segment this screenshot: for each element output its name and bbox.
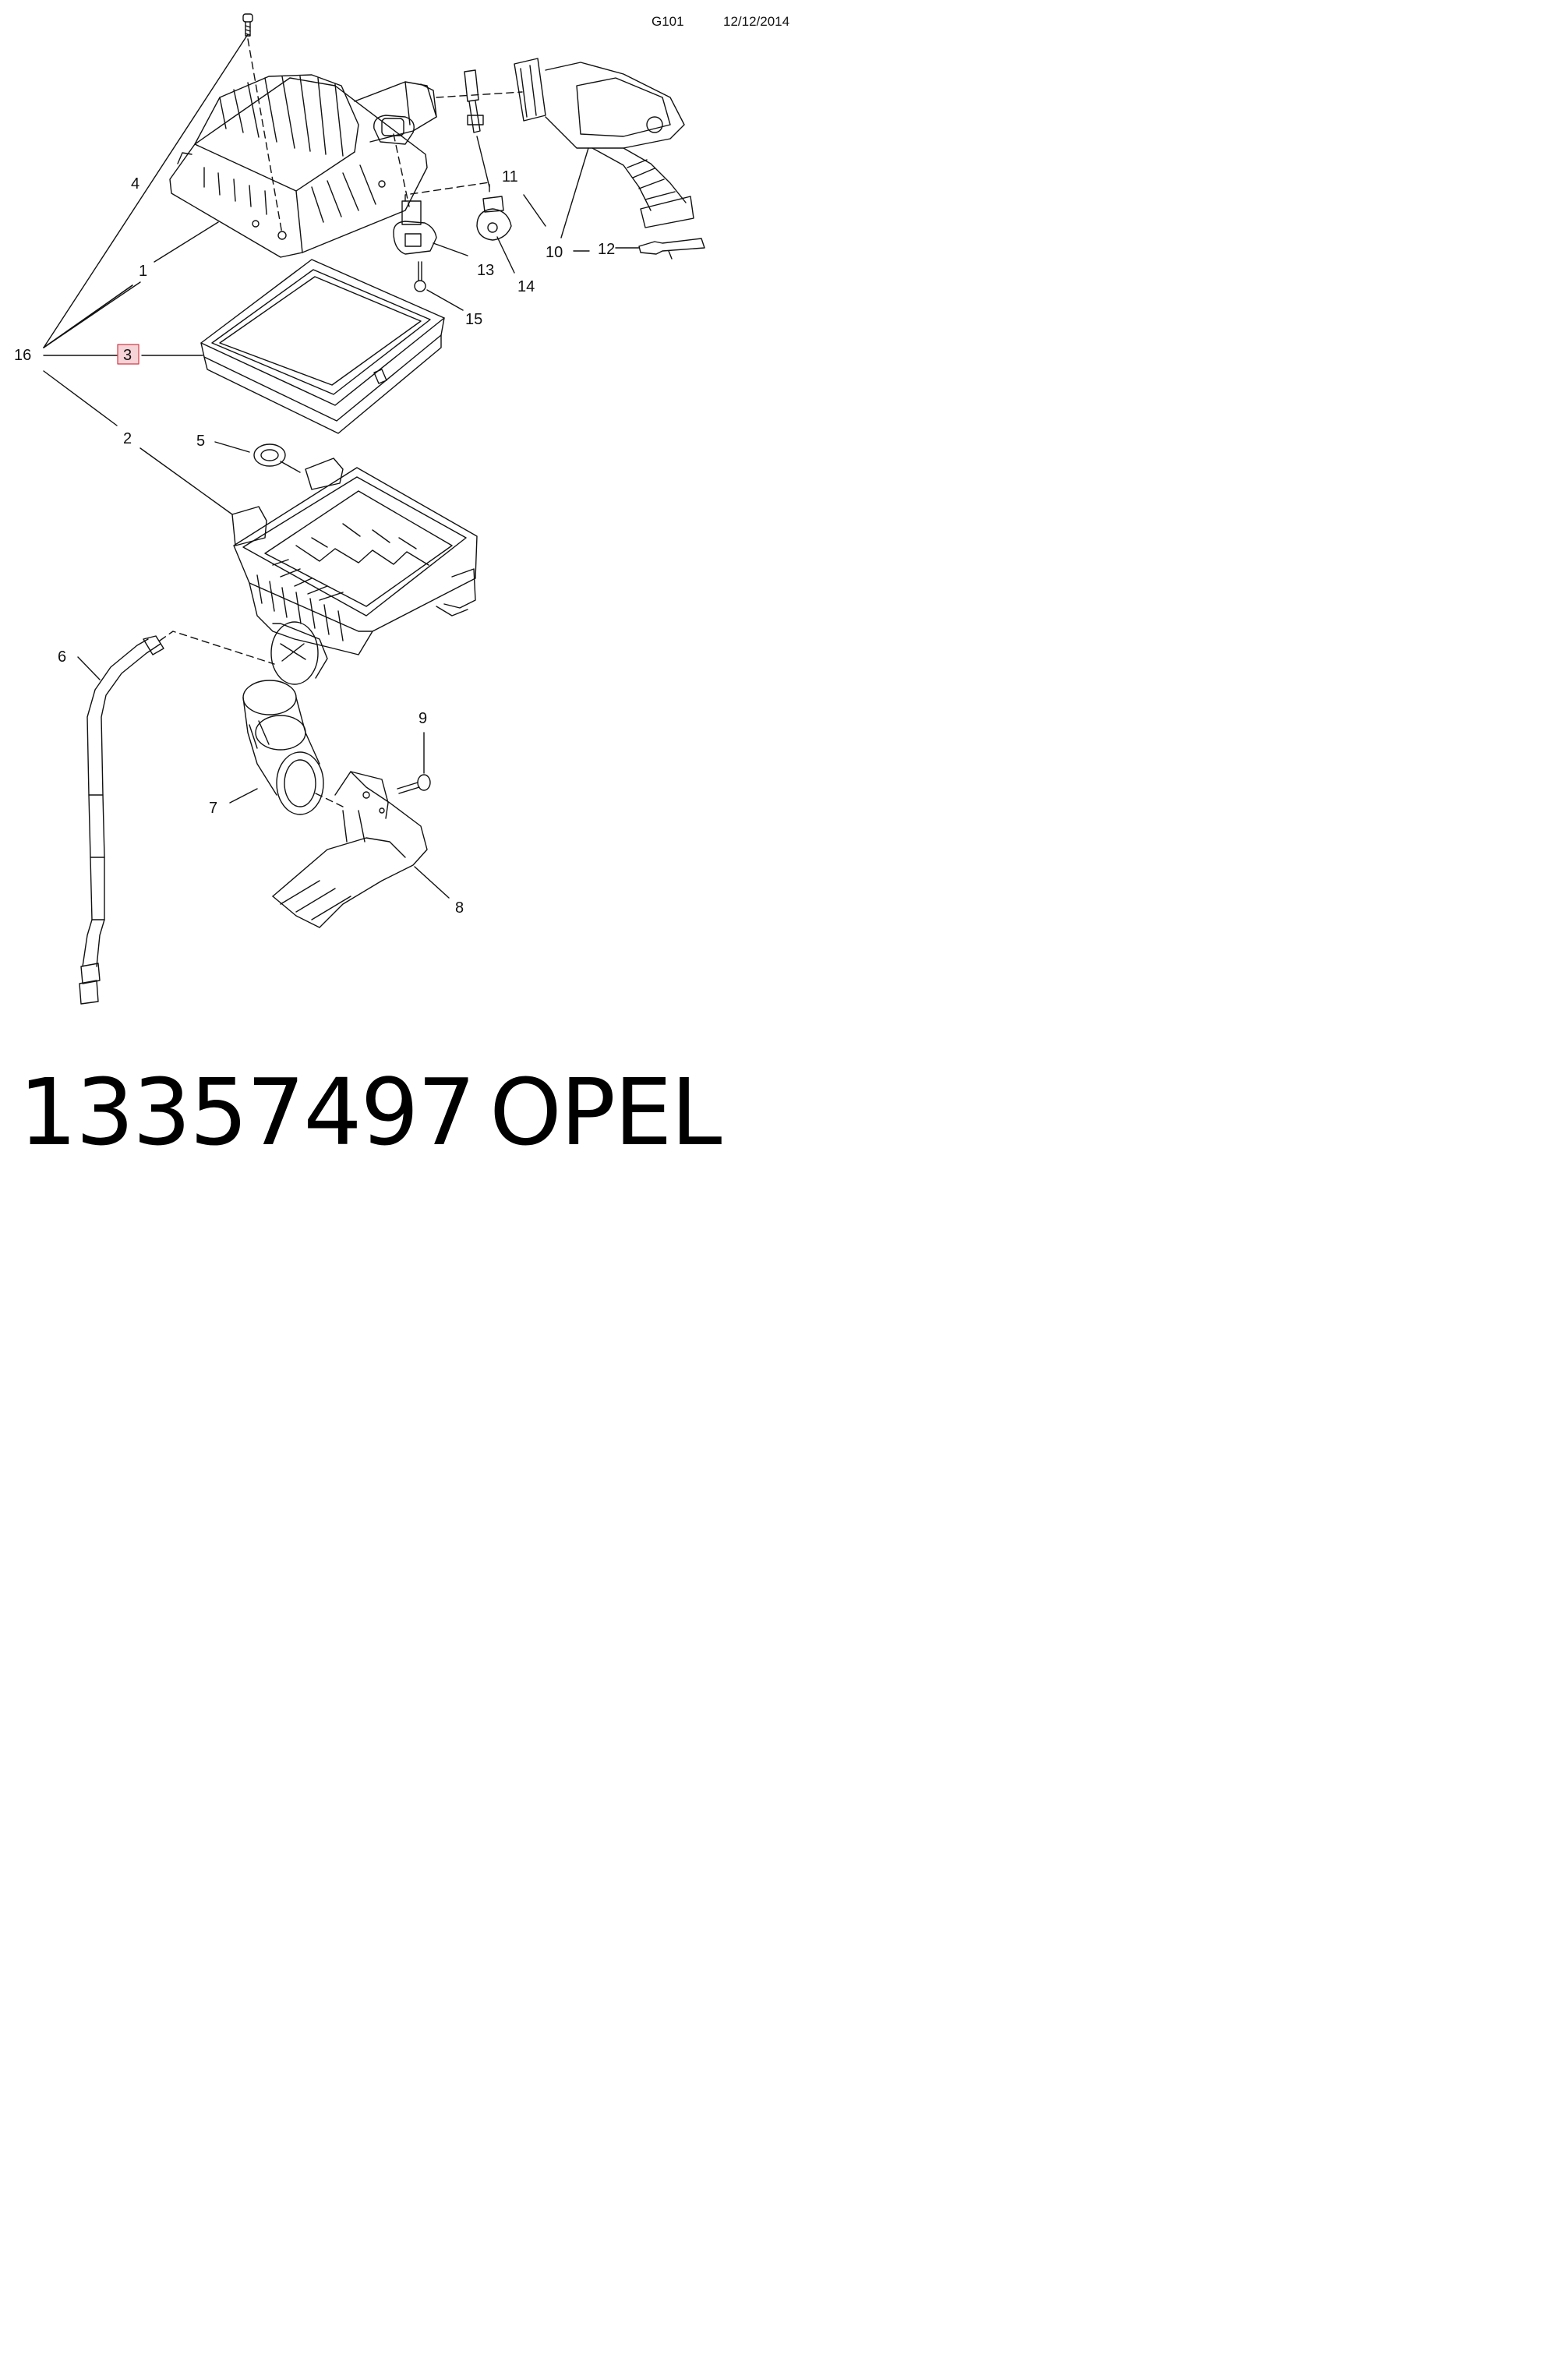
part-clamp bbox=[464, 69, 484, 133]
part-bolt bbox=[397, 774, 431, 794]
part-intake-duct bbox=[514, 58, 694, 228]
callout-11: 11 bbox=[502, 168, 518, 185]
part-resonator bbox=[242, 680, 324, 815]
callout-3: 3 bbox=[123, 347, 132, 364]
part-mass-airflow-sensor bbox=[393, 200, 437, 255]
part-inlet-snorkel bbox=[272, 771, 428, 928]
callout-2: 2 bbox=[123, 430, 132, 447]
callout-12: 12 bbox=[598, 241, 615, 258]
part-grommet bbox=[253, 443, 301, 473]
part-breather-hose bbox=[79, 635, 164, 1005]
callout-9: 9 bbox=[418, 710, 427, 727]
sensor-dashed-line bbox=[393, 133, 410, 207]
screw-axis-line bbox=[247, 38, 283, 235]
part-clip bbox=[638, 238, 705, 260]
callout-6: 6 bbox=[58, 648, 66, 666]
highlighted-callout-box bbox=[117, 344, 139, 365]
part-intake-neck bbox=[270, 621, 328, 685]
leader-lines bbox=[43, 34, 640, 899]
hose-dashed-line bbox=[159, 631, 275, 665]
callout-10: 10 bbox=[546, 244, 563, 261]
sensor-dashed-bracket bbox=[404, 182, 490, 202]
diagram-code: G101 bbox=[652, 14, 684, 29]
part-temperature-sensor bbox=[476, 196, 512, 241]
callout-1: 1 bbox=[139, 263, 147, 280]
callout-4: 4 bbox=[131, 175, 139, 193]
part-number: 13357497 bbox=[19, 1058, 476, 1166]
diagram-date: 12/12/2014 bbox=[723, 14, 790, 29]
part-screw bbox=[242, 13, 253, 37]
part-sensor-plug bbox=[373, 115, 415, 145]
part-small-screw bbox=[414, 261, 426, 292]
part-filter-element bbox=[200, 259, 445, 434]
clamp-axis-line bbox=[436, 91, 523, 98]
part-air-cleaner-housing bbox=[231, 458, 478, 655]
parts-diagram: 4 1 16 3 2 5 6 7 8 9 10 11 12 13 14 15 bbox=[14, 13, 705, 1005]
part-air-cleaner-cover bbox=[169, 74, 437, 258]
callout-5: 5 bbox=[196, 433, 205, 450]
callout-8: 8 bbox=[455, 899, 464, 917]
callout-14: 14 bbox=[517, 278, 535, 295]
callout-15: 15 bbox=[465, 311, 482, 328]
resonator-dashed-line bbox=[315, 793, 344, 807]
brand-name: OPEL bbox=[489, 1058, 722, 1166]
callout-16: 16 bbox=[14, 347, 31, 364]
callout-7: 7 bbox=[209, 800, 217, 817]
callout-13: 13 bbox=[477, 262, 494, 279]
